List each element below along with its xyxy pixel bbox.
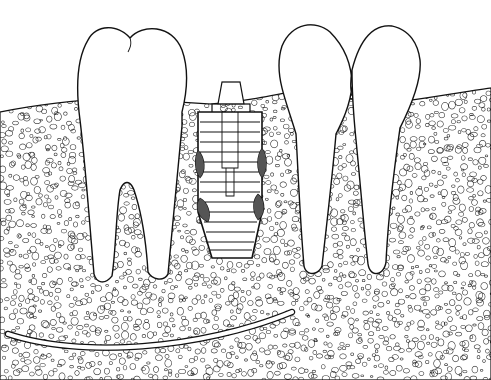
bone-pore	[264, 91, 268, 95]
bone-pore	[9, 92, 15, 97]
bone-pore	[20, 102, 26, 106]
bone-pore	[4, 107, 7, 111]
bone-pore	[7, 104, 11, 108]
bone-pore	[4, 95, 8, 98]
bone-pore	[2, 101, 9, 107]
bone-pore	[27, 94, 31, 98]
bone-pore	[65, 91, 69, 94]
bone-pore	[42, 91, 47, 94]
bone-pore	[54, 93, 61, 99]
bone-pore	[418, 92, 425, 98]
bone-pore	[19, 93, 24, 97]
bone-pore	[197, 91, 203, 98]
bone-pore	[33, 95, 38, 99]
bone-pore	[198, 95, 201, 97]
implant-abutment	[218, 82, 244, 104]
implant-body	[198, 112, 262, 258]
bone-pore	[54, 98, 58, 101]
bone-pore	[210, 92, 215, 97]
